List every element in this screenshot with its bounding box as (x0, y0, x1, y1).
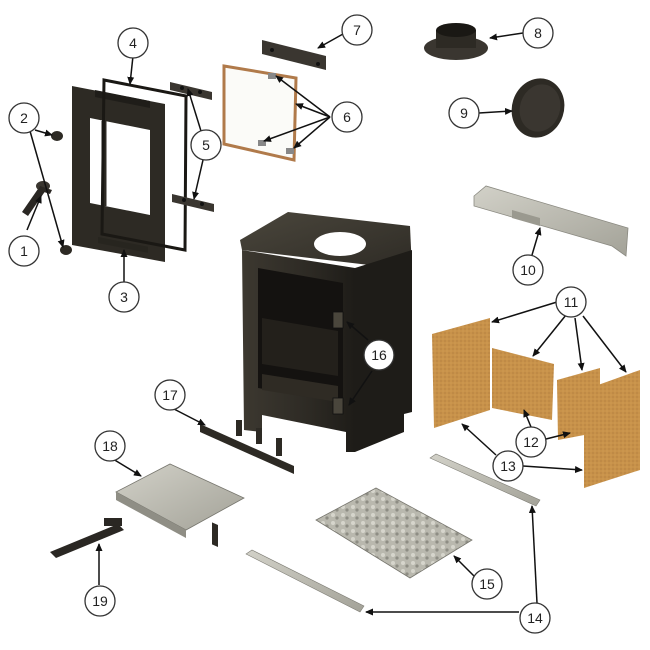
leader-6b (295, 103, 331, 118)
stove-door-part (72, 86, 165, 262)
callout-18-label: 18 (102, 438, 118, 454)
callout-13: 13 (492, 450, 524, 482)
leader-16b (348, 370, 373, 406)
leader-12a (523, 409, 532, 428)
leader-1 (26, 195, 42, 231)
callout-4: 4 (117, 27, 149, 59)
callout-1: 1 (8, 235, 40, 267)
airwash-plate-part (262, 40, 326, 70)
stove-body (240, 212, 412, 452)
callout-14: 14 (519, 602, 551, 634)
leader-2b (29, 130, 65, 248)
blanking-plate-part (511, 78, 565, 138)
callout-6-label: 6 (343, 109, 351, 125)
callout-9-label: 9 (460, 105, 468, 121)
callout-16: 16 (363, 339, 395, 371)
callout-5: 5 (190, 129, 222, 161)
callout-11: 11 (555, 286, 587, 318)
callout-5-label: 5 (202, 137, 210, 153)
baffle-plate-part (473, 185, 629, 257)
callout-8-label: 8 (534, 25, 542, 41)
callout-16-label: 16 (371, 347, 387, 363)
ash-pan-tool-part (50, 518, 124, 558)
leader-10 (531, 227, 542, 256)
leader-11b (532, 314, 567, 357)
callout-18: 18 (94, 430, 126, 462)
ash-fret-part (200, 420, 294, 548)
door-handle-part (22, 181, 52, 216)
leader-7 (317, 33, 344, 49)
leader-6d (293, 116, 331, 149)
leader-11c (574, 317, 585, 371)
callout-19: 19 (84, 585, 116, 617)
leader-5b (192, 159, 204, 200)
leader-14a (528, 505, 538, 604)
ash-pan-part (115, 463, 245, 538)
leader-16a (346, 321, 369, 341)
callout-3-label: 3 (120, 289, 128, 305)
callout-17: 17 (154, 379, 186, 411)
callout-9: 9 (448, 97, 480, 129)
door-glass-part (222, 64, 298, 162)
leader-2a (34, 129, 53, 137)
leader-13b (522, 465, 583, 474)
callout-13-label: 13 (500, 458, 516, 474)
door-knob-part (51, 131, 72, 255)
callout-8: 8 (522, 17, 554, 49)
callout-2-label: 2 (20, 110, 28, 126)
callout-3: 3 (108, 281, 140, 313)
leader-4 (127, 55, 135, 85)
leader-18 (112, 458, 142, 477)
grate-retainer-bars-part (245, 453, 541, 613)
leader-6c (263, 116, 331, 142)
leader-lines (26, 32, 627, 616)
callout-12-label: 12 (523, 434, 539, 450)
leader-17 (171, 407, 206, 426)
callout-14-label: 14 (527, 610, 543, 626)
fire-grate-part (315, 487, 473, 579)
callout-15-label: 15 (479, 576, 495, 592)
callout-17-label: 17 (162, 387, 178, 403)
leader-15 (453, 555, 475, 577)
callout-7: 7 (341, 14, 373, 46)
callout-6: 6 (331, 101, 363, 133)
callout-11-label: 11 (564, 294, 579, 310)
callout-10: 10 (512, 254, 544, 286)
callout-7-label: 7 (353, 22, 361, 38)
firebrick-liners-part (432, 318, 640, 488)
leader-9 (478, 107, 513, 115)
leader-11a (491, 301, 558, 324)
callout-10-label: 10 (520, 262, 536, 278)
callout-12: 12 (515, 426, 547, 458)
callout-2: 2 (8, 102, 40, 134)
leader-11d (582, 315, 627, 373)
door-rope-seal-part (100, 78, 188, 252)
leader-8 (489, 32, 524, 41)
callout-1-label: 1 (20, 243, 28, 259)
callout-19-label: 19 (92, 593, 108, 609)
leader-6a (275, 75, 331, 118)
leader-5a (186, 88, 202, 132)
leader-12b (545, 431, 571, 440)
callout-4-label: 4 (129, 35, 137, 51)
callout-15: 15 (471, 568, 503, 600)
door-hinge-part (170, 82, 214, 212)
leader-13a (461, 423, 497, 456)
flue-collar-part (424, 23, 488, 60)
